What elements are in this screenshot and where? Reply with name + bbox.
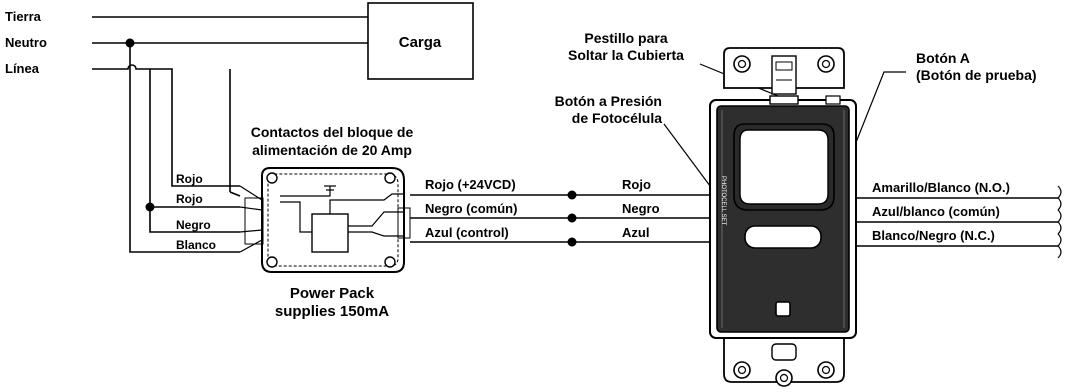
sensor-wire-label-blue: Azul [622,225,649,240]
power-pack [239,167,411,273]
splice-dot-red [567,190,577,200]
wire-break-nc [1057,233,1062,259]
strap-hole-right [817,55,835,73]
load-return-tail [229,191,241,197]
bottom-screw [775,369,793,387]
relay-output-label-no: Amarillo/Blanco (N.O.) [872,180,1010,195]
relay-output-wires [856,185,1062,259]
button-a-label-2: (Botón de prueba) [916,67,1037,83]
line-wire [92,64,240,187]
pack-output-label-black: Negro (común) [425,201,517,216]
wire-break-common [1057,209,1062,235]
pack-input-label-black: Negro [176,218,211,232]
strap-hole-left [733,55,751,73]
sensor-wire-label-black: Negro [622,201,660,216]
photocell-side-text: PHOTOCELL SET [720,176,726,226]
strap-hole-bottom-left [733,361,751,379]
relay-coil [311,213,349,253]
splice-dot-black [567,213,577,223]
pack-output-label-red: Rojo (+24VCD) [425,177,516,192]
pack-input-label-red-2: Rojo [176,192,203,206]
sensor-wire-label-red: Rojo [622,177,651,192]
line-junction-dot [145,202,155,212]
relay-output-label-common: Azul/blanco (común) [872,204,1000,219]
supply-ground-label: Tierra [5,9,42,24]
load-box [367,2,474,80]
pack-output-label-blue: Azul (control) [425,225,509,240]
wire-break-no [1057,185,1062,211]
power-pack-caption-2: supplies 150mA [275,303,389,320]
strap-hole-bottom-right [817,361,835,379]
supply-line-label: Línea [5,61,40,76]
button-a-label-1: Botón A [916,50,970,66]
relay-output-label-nc: Blanco/Negro (N.C.) [872,228,995,243]
neutral-drop [129,43,240,253]
latch-label-2: Soltar la Cubierta [568,47,684,63]
line-drop-black [149,69,240,233]
pack-output-wires [410,190,716,247]
latch-label-1: Pestillo para [584,30,667,46]
power-pack-title-1: Contactos del bloque de [251,124,414,140]
power-pack-title-2: alimentación de 20 Amp [252,142,412,158]
splice-dot-blue [567,237,577,247]
supply-wires [92,16,368,253]
pack-input-label-white: Blanco [176,238,216,252]
test-button-a[interactable] [744,225,822,249]
led-indicator [775,301,791,317]
neutral-junction-dot [125,38,135,48]
occupancy-sensor: PHOTOCELL SET [709,47,857,387]
load-label: Carga [399,34,442,51]
photocell-label-2: de Fotocélula [572,110,662,126]
photocell-label-1: Botón a Presión [555,93,662,109]
supply-neutral-label: Neutro [5,35,47,50]
pack-input-label-red-1: Rojo [176,172,203,186]
power-pack-caption-1: Power Pack [290,285,375,302]
